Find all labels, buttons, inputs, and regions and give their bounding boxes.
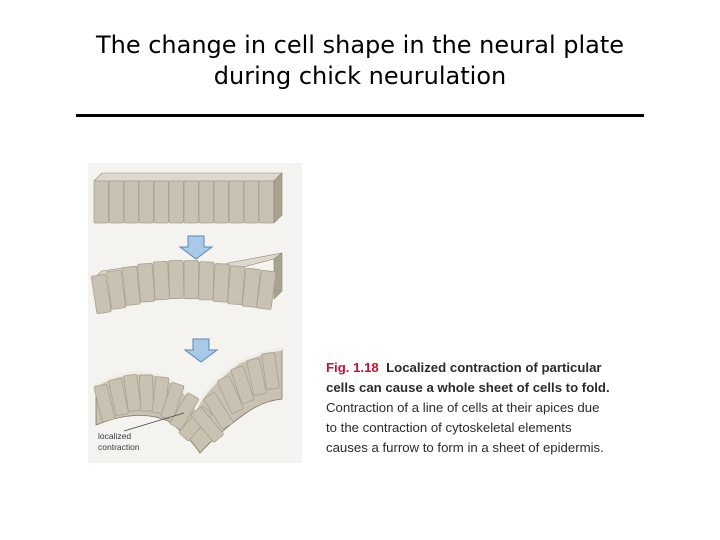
- cell: [123, 180, 139, 224]
- bending-cell-sheet: [90, 252, 283, 315]
- cell: [213, 180, 229, 224]
- cell: [191, 406, 224, 443]
- title-divider: [76, 114, 644, 117]
- cell: [203, 392, 234, 430]
- caption-body-line-3: causes a furrow to form in a sheet of ep…: [326, 440, 604, 455]
- down-arrow-icon: [178, 235, 214, 260]
- cell: [198, 180, 214, 224]
- cell: [212, 263, 230, 303]
- flat-cell-sheet: [93, 172, 283, 224]
- cell: [198, 261, 215, 301]
- flat-sheet-top: [93, 172, 283, 182]
- folded-cell-sheet: [93, 347, 283, 454]
- cell: [139, 374, 154, 412]
- cell: [168, 180, 184, 224]
- cell: [93, 180, 109, 224]
- slide-title-line-2: during chick neurulation: [213, 62, 507, 90]
- annotation-leader-line: [123, 412, 185, 432]
- cell: [168, 260, 185, 300]
- figure-caption: Fig. 1.18 Localized contraction of parti…: [326, 358, 626, 458]
- cell: [183, 180, 199, 224]
- cell: [106, 269, 127, 310]
- cell: [153, 180, 169, 224]
- down-arrow-icon: [183, 338, 219, 363]
- cell: [90, 273, 112, 315]
- folded-sheet-apical-edge: [95, 347, 283, 412]
- annotation-label-line-1: localized: [98, 431, 131, 441]
- slide-title-line-1: The change in cell shape in the neural p…: [95, 31, 625, 59]
- cell: [152, 260, 170, 301]
- flat-sheet-side: [273, 172, 283, 224]
- cell: [261, 351, 280, 390]
- cell: [93, 383, 116, 422]
- cell: [258, 180, 274, 224]
- cell: [121, 265, 141, 306]
- caption-body-line-2: to the contraction of cytoskeletal eleme…: [326, 420, 572, 435]
- cell: [217, 375, 244, 414]
- cell: [108, 377, 129, 416]
- cell: [137, 262, 156, 303]
- caption-line-1: Fig. 1.18 Localized contraction of parti…: [326, 358, 626, 378]
- slide-title: The change in cell shape in the neural p…: [40, 30, 680, 92]
- cell: [241, 267, 261, 308]
- cell: [183, 260, 199, 300]
- bending-sheet-cells: [90, 260, 277, 315]
- cell: [169, 392, 199, 430]
- cell: [246, 357, 267, 396]
- cell: [256, 269, 277, 310]
- annotation-label-line-2: contraction: [98, 442, 140, 452]
- cell: [243, 180, 259, 224]
- cell: [230, 365, 255, 404]
- cell: [108, 180, 124, 224]
- cell: [227, 265, 246, 306]
- cell: [138, 180, 154, 224]
- caption-lead-line-1: Localized contraction of particular: [386, 360, 602, 375]
- figure-label: Fig. 1.18: [326, 360, 379, 375]
- cell: [123, 373, 142, 412]
- flat-sheet-cells: [93, 180, 274, 224]
- caption-body-line-1: Contraction of a line of cells at their …: [326, 400, 600, 415]
- caption-lead-line-2: cells can cause a whole sheet of cells t…: [326, 380, 610, 395]
- cell-sheet-folding-figure: localized contraction: [88, 163, 302, 463]
- folded-sheet-cells: [93, 351, 280, 443]
- cell: [228, 180, 244, 224]
